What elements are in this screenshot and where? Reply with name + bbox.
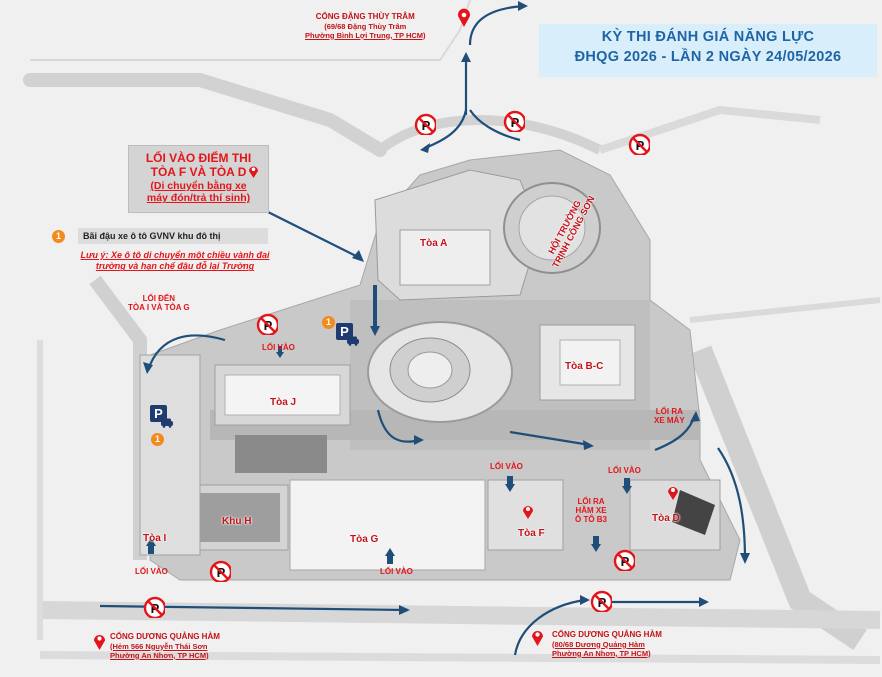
parking-note-box: Bãi đậu xe ô tô GVNV khu đô thị [78,228,268,244]
exit-motorbike-line-2: XE MÁY [654,416,685,426]
loi-den-line-2: TÒA I VÀ TÒA G [128,303,190,313]
gate-bottom-right-address-1: (80/68 Dương Quảng Hàm [552,639,645,649]
callout-line-4: máy đón/trả thí sinh) [146,192,251,205]
parking-number-badge: 1 [52,230,65,243]
parking-warning-2: trường và hạn chế đậu đỗ lại Trường [95,261,255,272]
no-parking-icon: P [143,596,165,618]
parking-warning-1: Lưu ý: Xe ô tô di chuyển một chiều vành … [80,250,270,260]
entry-label-toa-d: LỐI VÀO [608,466,641,475]
parking-icon: P [336,323,353,340]
exit-garage-line-2: HẦM XE [575,506,607,516]
title-banner: KỲ THI ĐÁNH GIÁ NĂNG LỰC ĐHQG 2026 - LẦN… [539,24,877,77]
no-parking-icon: P [414,113,436,135]
exam-entry-callout: LỐI VÀO ĐIỂM THI TÒA F VÀ TÒA D (Di chuy… [128,145,269,213]
building-toa-f: Tòa F [518,528,545,539]
building-toa-d: Tòa D [652,513,680,524]
building-toa-bc: Tòa B-C [565,361,604,372]
no-parking-icon: P [209,560,231,582]
gate-bottom-right-pin-icon [532,631,543,646]
gate-top: CỔNG ĐẶNG THÙY TRÂM (69/68 Đặng Thùy Trâ… [305,12,426,40]
gate-bottom-right: CỔNG DƯƠNG QUẢNG HÀM (80/68 Dương Quảng … [552,630,662,658]
gate-top-name: CỔNG ĐẶNG THÙY TRÂM [315,12,415,21]
entry-label-toa-i: LỐI VÀO [135,567,168,576]
entry-label-toa-j: LỐI VÀO [262,343,295,352]
location-pin-icon [458,8,470,27]
entry-label-toa-f: LỐI VÀO [490,462,523,471]
building-toa-a: Tòa A [420,238,448,249]
gate-bottom-left: CỔNG DƯƠNG QUẢNG HÀM (Hẻm 566 Nguyễn Thá… [110,632,220,660]
no-parking-icon: P [613,549,635,571]
exit-label-motorbike: LỐI RA XE MÁY [654,407,685,425]
gate-bottom-right-address-2: Phường An Nhơn, TP HCM) [552,648,651,658]
building-toa-g: Tòa G [350,534,379,545]
callout-line-3: (Di chuyển bằng xe [150,179,247,192]
gate-bottom-left-address-1: (Hẻm 566 Nguyễn Thái Sơn [110,641,208,651]
gate-bottom-left-pin-icon [94,635,105,650]
callout-pin-icon [249,166,258,178]
parking-badge-left: 1 [151,433,164,446]
gate-bottom-left-address-2: Phường An Nhơn, TP HCM) [110,650,209,660]
exit-label-garage: LỐI RA HẦM XE Ô TÔ B3 [575,497,607,525]
title-line-2: ĐHQG 2026 - LẦN 2 NGÀY 24/05/2026 [574,49,842,65]
parking-note-text: Bãi đậu xe ô tô GVNV khu đô thị [83,231,221,241]
building-khu-h: Khu H [222,516,252,527]
parking-warning: Lưu ý: Xe ô tô di chuyển một chiều vành … [55,250,295,273]
no-parking-icon: P [256,313,278,335]
exit-garage-line-1: LỐI RA [577,497,605,506]
no-parking-icon: P [503,110,525,132]
route-label-loi-den: LỐI ĐẾN TÒA I VÀ TÒA G [128,294,190,312]
callout-line-2: TÒA F VÀ TÒA D [150,165,247,180]
parking-badge-1: 1 [322,316,335,329]
no-parking-icon: P [628,133,650,155]
building-toa-j: Tòa J [270,397,297,408]
exit-motorbike-line-1: LỐI RA [655,407,683,416]
callout-line-1: LỐI VÀO ĐIỂM THI [145,151,252,165]
no-parking-icon: P [590,590,612,612]
title-line-1: KỲ THI ĐÁNH GIÁ NĂNG LỰC [601,29,815,45]
gate-bottom-right-name: CỔNG DƯƠNG QUẢNG HÀM [552,630,662,639]
car-icon [347,336,359,346]
building-toa-i: Tòa I [143,533,167,544]
gate-top-address-1: (69/68 Đặng Thùy Trâm [324,21,407,31]
parking-icon-left: P [150,405,167,422]
gate-bottom-left-name: CỔNG DƯƠNG QUẢNG HÀM [110,632,220,641]
toa-d-pin-icon [668,487,678,500]
gate-top-address-2: Phường Bình Lợi Trung, TP HCM) [305,30,426,40]
entry-label-toa-g: LỐI VÀO [380,567,413,576]
exit-garage-line-3: Ô TÔ B3 [575,515,608,525]
loi-den-line-1: LỐI ĐẾN [142,294,176,303]
car-icon-left [161,418,173,428]
toa-f-pin-icon [523,506,533,519]
